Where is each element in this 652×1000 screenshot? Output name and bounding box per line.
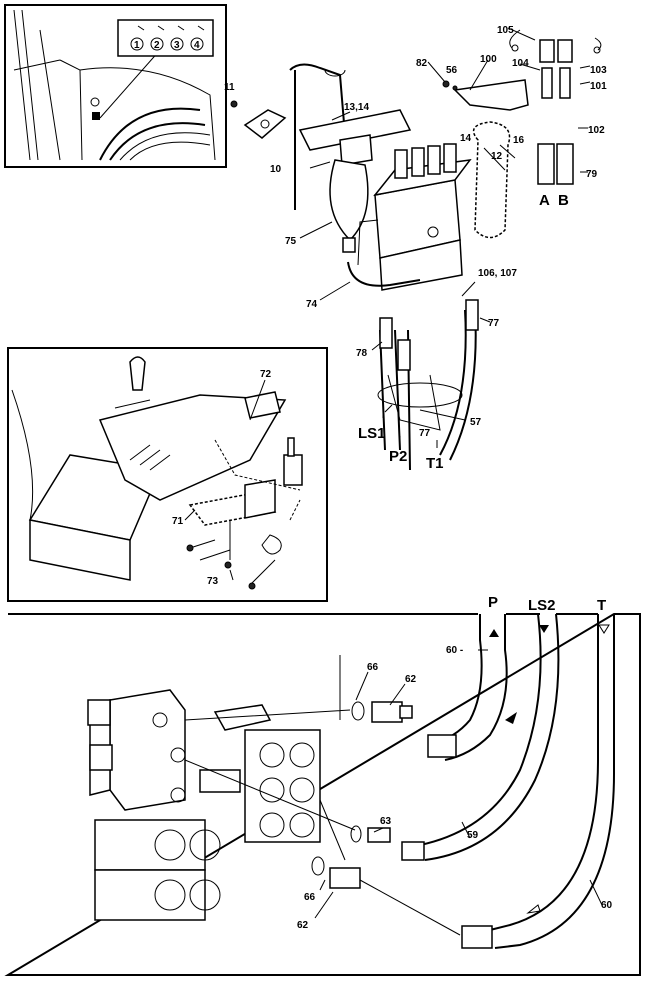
callout-78: 78 bbox=[356, 348, 368, 359]
callout-104: 104 bbox=[512, 58, 529, 69]
callout-102: 102 bbox=[588, 125, 605, 136]
callout-11: 11 bbox=[224, 82, 235, 93]
inset-tractor-cab: 1 2 3 4 bbox=[4, 4, 227, 168]
valve-assembly: 105 104 103 101 102 100 82 56 79 A B 11 … bbox=[224, 25, 607, 472]
callout-79: 79 bbox=[586, 169, 598, 180]
callout-75: 75 bbox=[285, 236, 297, 247]
callout-LS1: LS1 bbox=[358, 425, 386, 442]
callout-71: 71 bbox=[172, 516, 184, 527]
callout-100: 100 bbox=[480, 54, 497, 65]
callout-12: 12 bbox=[491, 151, 503, 162]
callout-66-bottom: 66 bbox=[304, 892, 316, 903]
callout-B: B bbox=[558, 192, 569, 209]
inset-callout-2: 2 bbox=[154, 40, 160, 51]
callout-105: 105 bbox=[497, 25, 514, 36]
callout-72: 72 bbox=[260, 369, 272, 380]
callout-101: 101 bbox=[590, 81, 607, 92]
callout-62-bottom: 62 bbox=[297, 920, 309, 931]
callout-P2: P2 bbox=[389, 448, 407, 465]
callout-106-107: 106, 107 bbox=[478, 268, 517, 279]
callout-77-lower: 77 bbox=[419, 428, 431, 439]
callout-103: 103 bbox=[590, 65, 607, 76]
callout-59: 59 bbox=[467, 830, 479, 841]
label-LS2: LS2 bbox=[528, 597, 556, 614]
callout-56: 56 bbox=[446, 65, 458, 76]
callout-T1: T1 bbox=[426, 455, 444, 472]
callout-82: 82 bbox=[416, 58, 428, 69]
label-P: P bbox=[488, 594, 498, 611]
label-T: T bbox=[597, 597, 606, 614]
callout-66-top: 66 bbox=[367, 662, 379, 673]
callout-73: 73 bbox=[207, 576, 219, 587]
callout-16: 16 bbox=[513, 135, 525, 146]
callout-74: 74 bbox=[306, 299, 318, 310]
callout-10: 10 bbox=[270, 164, 282, 175]
callout-77-upper: 77 bbox=[488, 318, 500, 329]
inset-joystick-console: 72 71 73 bbox=[7, 347, 328, 602]
callout-60-bottom: 60 bbox=[601, 900, 613, 911]
bottom-hose-connections: P LS2 T 60 - 66 62 63 59 66 62 60 bbox=[4, 594, 641, 976]
inset-callout-1: 1 bbox=[134, 40, 140, 51]
callout-A: A bbox=[539, 192, 550, 209]
callout-57: 57 bbox=[470, 417, 482, 428]
callout-13-14: 13,14 bbox=[344, 102, 369, 113]
callout-60-top: 60 - bbox=[446, 645, 463, 656]
callout-14: 14 bbox=[460, 133, 472, 144]
callout-62-top: 62 bbox=[405, 674, 417, 685]
inset-callout-3: 3 bbox=[174, 40, 180, 51]
callout-63: 63 bbox=[380, 816, 392, 827]
inset-callout-4: 4 bbox=[194, 40, 200, 51]
